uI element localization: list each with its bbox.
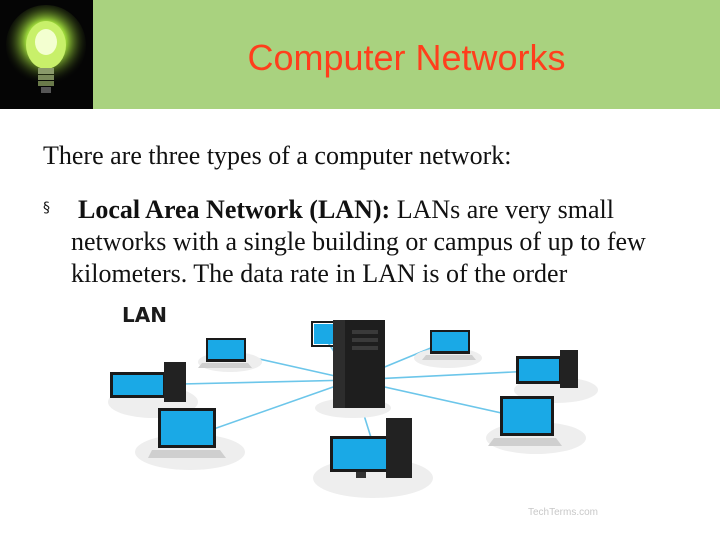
watermark: TechTerms.com xyxy=(528,507,599,518)
lan-label: LAN xyxy=(120,302,173,328)
bullet-paragraph: Local Area Network (LAN): LANs are very … xyxy=(71,194,671,290)
workstation-right xyxy=(514,350,598,403)
laptop-top-center xyxy=(311,321,337,347)
slide-header: Computer Networks xyxy=(0,0,720,109)
bullet-marker: § xyxy=(43,200,50,216)
lightbulb-logo xyxy=(0,0,93,109)
server-tower xyxy=(315,320,391,418)
laptop-top-left xyxy=(198,338,262,372)
laptop-right xyxy=(486,396,586,454)
lightbulb-icon xyxy=(0,0,93,109)
bullet-heading: Local Area Network (LAN): xyxy=(78,195,391,224)
workstation-bottom xyxy=(313,418,433,498)
slide-title: Computer Networks xyxy=(247,37,566,78)
bullet-body: LANs are very small networks with a sing… xyxy=(71,195,646,288)
laptop-top-right xyxy=(414,330,482,368)
intro-text: There are three types of a computer netw… xyxy=(43,141,512,170)
laptop-mid-left xyxy=(135,408,245,470)
lan-diagram xyxy=(108,320,598,498)
